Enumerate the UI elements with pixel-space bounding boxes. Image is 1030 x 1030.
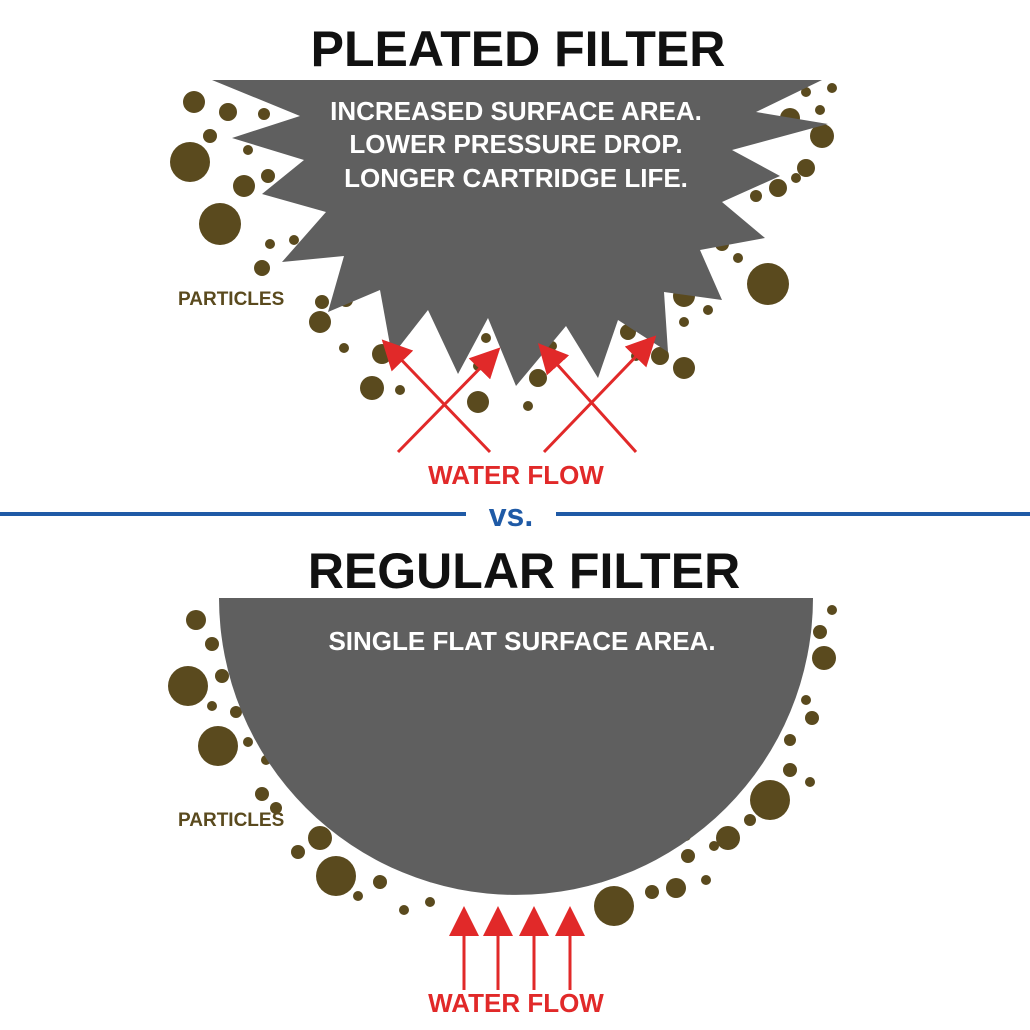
particle — [769, 179, 787, 197]
particle — [316, 856, 356, 896]
particle — [805, 711, 819, 725]
particle — [255, 787, 269, 801]
particle — [709, 841, 719, 851]
particle — [679, 317, 689, 327]
particle — [784, 734, 796, 746]
pleated-filter-shape — [212, 80, 828, 386]
particle — [339, 343, 349, 353]
particle — [733, 253, 743, 263]
particle — [395, 385, 405, 395]
particle — [372, 344, 392, 364]
particle — [797, 159, 815, 177]
regular-water-flow-label: WATER FLOW — [428, 988, 604, 1018]
particle — [812, 646, 836, 670]
particle — [481, 333, 491, 343]
particle — [265, 239, 275, 249]
particle — [215, 669, 229, 683]
particle — [750, 190, 762, 202]
regular-section: REGULAR FILTER SINGLE FLAT SURFACE AREA.… — [168, 543, 837, 1018]
particle — [805, 777, 815, 787]
particle — [258, 108, 270, 120]
particle — [594, 886, 634, 926]
particle — [291, 845, 305, 859]
particle — [673, 357, 695, 379]
particle — [205, 637, 219, 651]
particle — [399, 905, 409, 915]
particle — [199, 203, 241, 245]
pleated-flow-arrows — [381, 335, 657, 454]
pleated-flow-arrow — [396, 347, 501, 454]
particle — [666, 878, 686, 898]
vs-label: vs. — [489, 497, 533, 533]
particle — [243, 737, 253, 747]
particle — [289, 235, 299, 245]
particle — [353, 891, 363, 901]
particle — [783, 763, 797, 777]
particle — [747, 263, 789, 305]
regular-flow-arrows — [449, 906, 585, 990]
particle — [360, 376, 384, 400]
particle — [681, 849, 695, 863]
particle — [207, 701, 217, 711]
particle — [750, 780, 790, 820]
particle — [261, 169, 275, 183]
particle — [168, 666, 208, 706]
particle — [230, 706, 242, 718]
particle — [801, 87, 811, 97]
pleated-line-1: INCREASED SURFACE AREA. — [330, 96, 702, 126]
particle — [827, 83, 837, 93]
particle — [813, 625, 827, 639]
particle — [170, 142, 210, 182]
particle — [645, 885, 659, 899]
particle — [186, 610, 206, 630]
particle — [529, 369, 547, 387]
particle — [373, 875, 387, 889]
particle — [744, 814, 756, 826]
pleated-water-flow-label: WATER FLOW — [428, 460, 604, 490]
regular-title: REGULAR FILTER — [308, 543, 740, 599]
particle — [270, 802, 282, 814]
particle — [203, 129, 217, 143]
particle — [243, 145, 253, 155]
particle — [703, 305, 713, 315]
pleated-flow-arrow — [542, 335, 657, 454]
pleated-flow-arrow — [381, 339, 492, 454]
particle — [791, 173, 801, 183]
particle — [425, 897, 435, 907]
particle — [315, 295, 329, 309]
particle — [198, 726, 238, 766]
pleated-particles-label: PARTICLES — [178, 289, 284, 310]
particle — [467, 391, 489, 413]
particle — [523, 401, 533, 411]
regular-particles — [168, 605, 837, 926]
particle — [810, 124, 834, 148]
pleated-line-2: LOWER PRESSURE DROP. — [349, 129, 682, 159]
particle — [827, 605, 837, 615]
particle — [183, 91, 205, 113]
particle — [219, 103, 237, 121]
particle — [801, 695, 811, 705]
particle — [233, 175, 255, 197]
regular-particles-label: PARTICLES — [178, 810, 284, 831]
particle — [309, 311, 331, 333]
pleated-line-3: LONGER CARTRIDGE LIFE. — [344, 163, 688, 193]
particle — [701, 875, 711, 885]
pleated-title: PLEATED FILTER — [311, 21, 726, 77]
pleated-section: PLEATED FILTER INCREASED SURFACE AREA. L… — [170, 21, 837, 490]
particle — [815, 105, 825, 115]
regular-line-1: SINGLE FLAT SURFACE AREA. — [328, 626, 715, 656]
particle — [308, 826, 332, 850]
regular-filter-shape — [219, 598, 813, 895]
particle — [716, 826, 740, 850]
vs-divider: vs. — [0, 497, 1030, 533]
particle — [254, 260, 270, 276]
